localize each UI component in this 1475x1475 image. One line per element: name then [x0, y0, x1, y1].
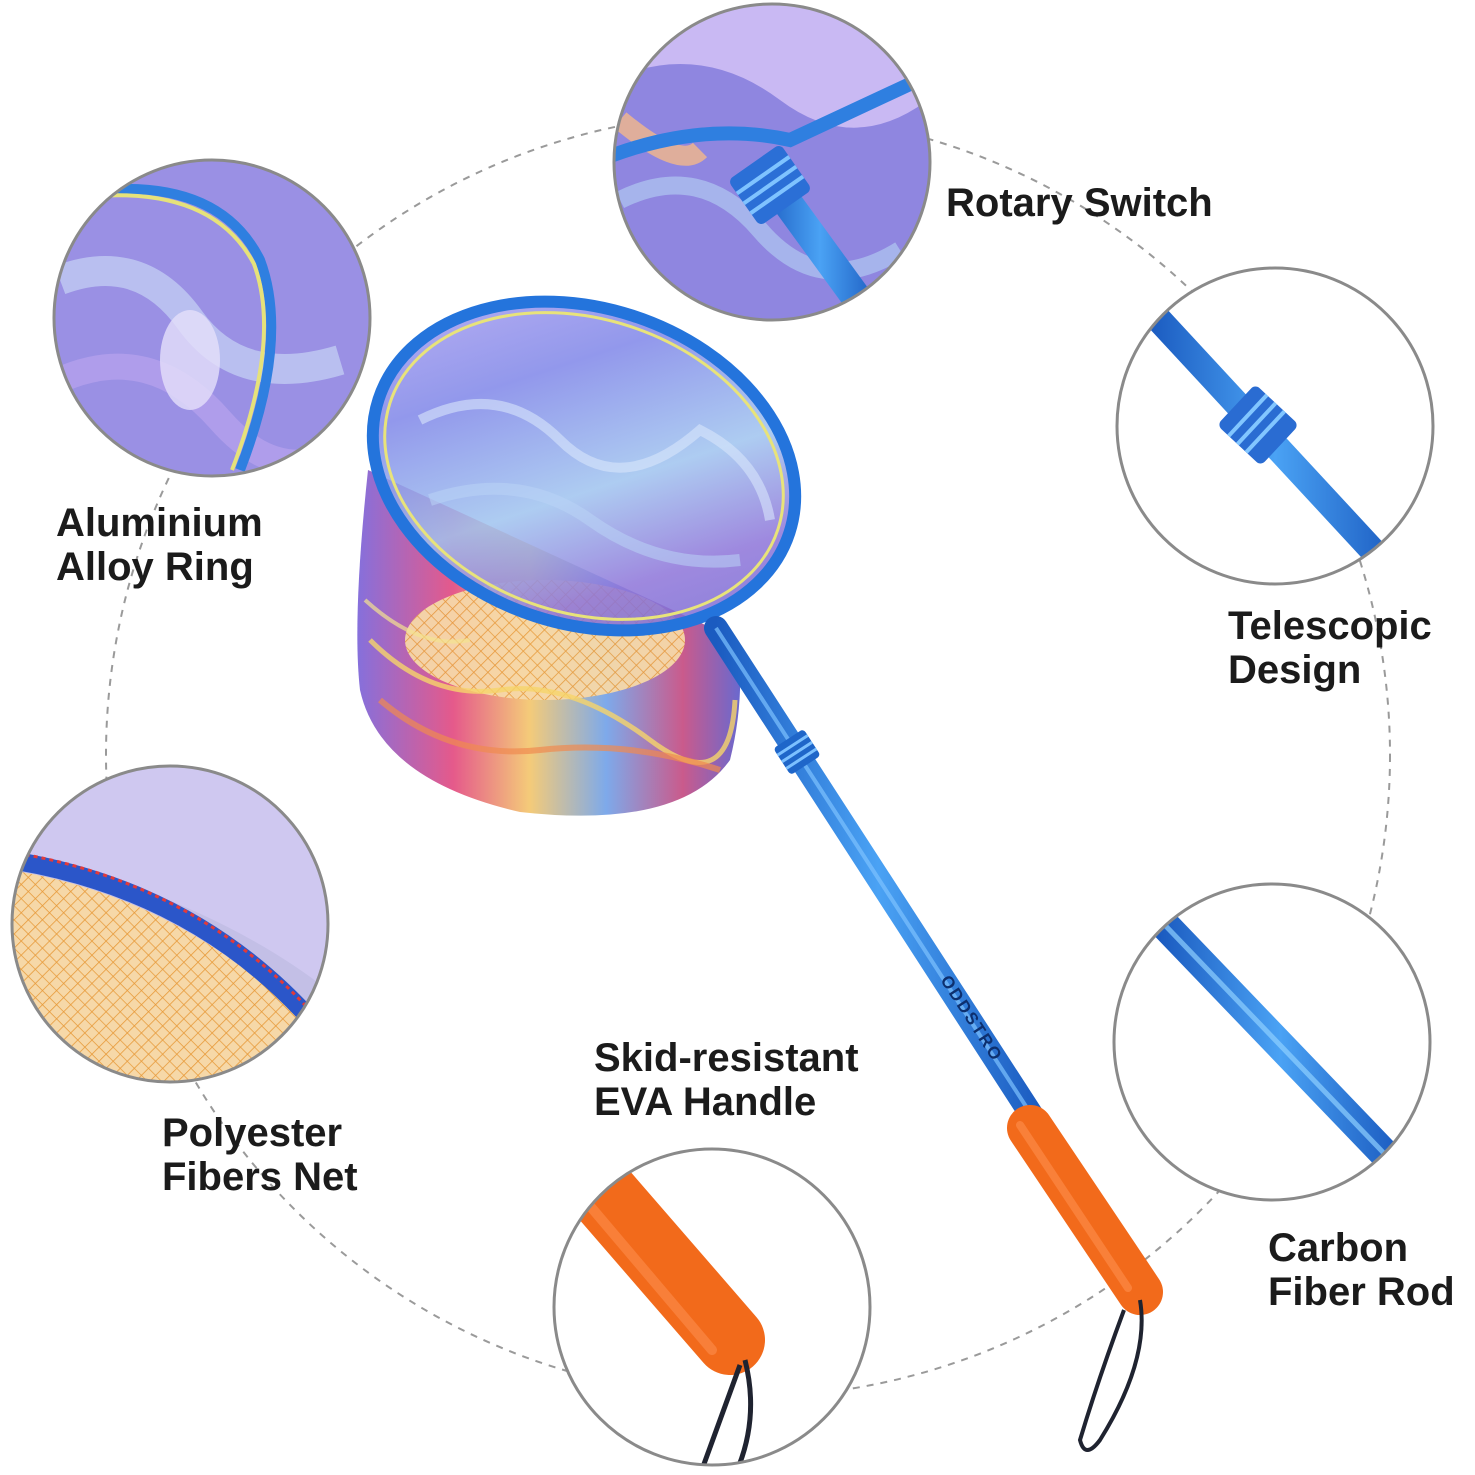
label-rotary-switch: Rotary Switch	[946, 181, 1213, 225]
detail-circle-polyester-net	[10, 764, 330, 1084]
label-skid-line2: EVA Handle	[594, 1080, 817, 1124]
label-telescopic-line2: Design	[1228, 648, 1362, 692]
detail-circle-alloy-ring	[52, 158, 372, 478]
label-skid-resistant-handle: Skid-resistant EVA Handle	[594, 1036, 859, 1124]
butterfly-net: ODDSTRO	[357, 295, 1163, 1452]
detail-circle-rotary-switch	[612, 2, 932, 322]
label-aluminium-alloy-ring: Aluminium Alloy Ring	[56, 501, 263, 589]
brand-text: ODDSTRO	[937, 972, 1007, 1065]
label-telescopic-design: Telescopic Design	[1228, 604, 1432, 692]
label-carbon-fiber-rod: Carbon Fiber Rod	[1268, 1226, 1455, 1314]
label-telescopic-line1: Telescopic	[1228, 604, 1432, 648]
label-polyester-line2: Fibers Net	[162, 1155, 358, 1199]
label-aluminium-line1: Aluminium	[56, 501, 263, 545]
label-carbon-line2: Fiber Rod	[1268, 1270, 1455, 1314]
detail-circle-telescopic	[1115, 266, 1435, 586]
detail-circle-carbon-rod	[1112, 882, 1432, 1202]
label-aluminium-line2: Alloy Ring	[56, 545, 254, 589]
label-polyester-line1: Polyester	[162, 1111, 343, 1155]
label-carbon-line1: Carbon	[1268, 1226, 1408, 1270]
label-skid-line1: Skid-resistant	[594, 1036, 859, 1080]
label-polyester-fibers-net: Polyester Fibers Net	[162, 1111, 358, 1199]
label-rotary-switch-text: Rotary Switch	[946, 181, 1213, 225]
detail-circle-eva-handle	[552, 1147, 872, 1467]
